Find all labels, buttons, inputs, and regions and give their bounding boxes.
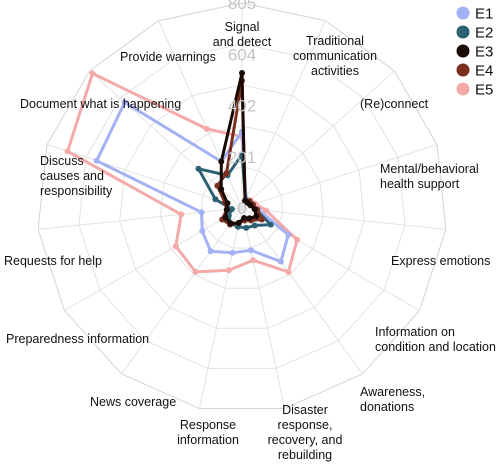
data-point (285, 231, 292, 238)
legend-label: E1 (475, 6, 493, 23)
tick-label: 402 (228, 97, 256, 116)
grid-spoke (241, 20, 326, 209)
series-E3 (218, 70, 260, 227)
legend-item-E2: E2 (456, 25, 493, 42)
legend-item-E5: E5 (456, 82, 493, 99)
legend-label: E4 (475, 63, 493, 80)
data-point (224, 200, 231, 207)
data-point (192, 268, 199, 275)
legend-marker (456, 63, 470, 77)
legend-marker (456, 82, 470, 96)
radial-tick-labels: 0 201 402 604 805 (228, 0, 256, 218)
data-point (207, 248, 214, 255)
grid-spoke (64, 207, 243, 311)
axis-label: Requests for help (4, 254, 102, 268)
tick-label: 0 (237, 199, 246, 218)
data-point (285, 268, 292, 275)
legend-label: E3 (475, 44, 493, 61)
data-point (212, 196, 219, 203)
data-point (178, 211, 185, 218)
data-point (89, 70, 96, 77)
data-point (251, 222, 258, 229)
tick-label: 805 (228, 0, 256, 13)
axis-label: Express emotions (391, 254, 490, 268)
data-point (267, 221, 274, 228)
data-point (225, 267, 232, 274)
data-point (198, 209, 205, 216)
data-point (253, 213, 260, 220)
legend-item-E4: E4 (456, 63, 493, 80)
data-point (203, 125, 210, 132)
data-point (121, 99, 128, 106)
grid-ring (159, 125, 325, 289)
grid-ring (119, 84, 365, 329)
series-group (64, 70, 301, 275)
legend-marker (456, 44, 470, 58)
grid-spoke (198, 207, 243, 409)
data-point (214, 182, 221, 189)
data-point (218, 158, 225, 165)
grid-ring (200, 166, 284, 249)
legend-item-E1: E1 (456, 6, 493, 23)
legend-label: E2 (475, 25, 493, 42)
grid-ring (37, 2, 447, 410)
axis-label: News coverage (90, 395, 176, 409)
axis-label: Provide warnings (120, 50, 216, 64)
data-point (195, 165, 202, 172)
data-point (227, 220, 234, 227)
legend-marker (456, 25, 470, 39)
grid-spoke (241, 207, 363, 375)
data-point (248, 247, 254, 254)
data-point (172, 243, 179, 250)
axis-label: Preparedness information (6, 332, 149, 346)
data-point (243, 224, 250, 231)
legend-marker (456, 6, 470, 20)
grid-spoke (241, 207, 286, 409)
legend-label: E5 (475, 82, 493, 99)
data-point (263, 207, 270, 214)
grid-spoke (241, 207, 446, 230)
grid-spoke (241, 70, 395, 209)
data-point (223, 206, 230, 213)
grid-ring (78, 43, 406, 369)
data-point (229, 249, 236, 256)
data-point (218, 186, 225, 193)
grid-spoke (38, 207, 243, 230)
data-point (251, 206, 258, 213)
data-point (239, 70, 245, 76)
tick-label: 604 (228, 45, 256, 64)
axis-label: Awareness,donations (360, 385, 425, 414)
data-point (222, 214, 229, 221)
data-point (258, 216, 265, 223)
data-point (294, 236, 301, 243)
data-point (64, 148, 71, 155)
data-point (235, 219, 242, 226)
tick-label: 201 (228, 148, 256, 167)
data-point (241, 215, 248, 221)
axis-label: Document what is happening (20, 97, 181, 111)
data-point (93, 157, 100, 164)
data-point (228, 206, 235, 213)
data-point (223, 170, 230, 177)
grid-spoke (121, 207, 243, 375)
data-point (247, 202, 254, 209)
grid-spoke (241, 144, 438, 209)
data-point (199, 227, 206, 234)
axis-label: (Re)connect (360, 97, 429, 111)
legend-item-E3: E3 (456, 44, 493, 61)
grid-spoke (46, 144, 243, 209)
data-point (277, 258, 284, 265)
data-point (250, 257, 257, 264)
data-point (246, 215, 253, 222)
